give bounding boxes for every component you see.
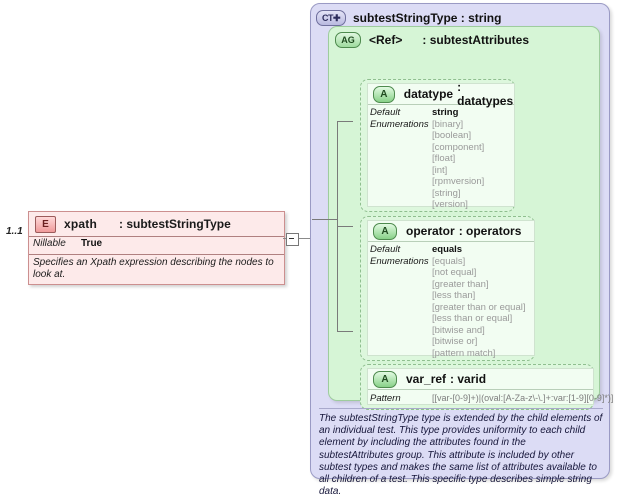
complex-type-icon-label: CT	[321, 13, 334, 23]
facet-name-default: Default	[370, 244, 401, 255]
datatype-enum-0: [binary]	[432, 118, 464, 130]
element-facet-row: Nillable True	[29, 237, 284, 255]
operator-enum-1: [not equal]	[432, 267, 477, 278]
operator-enum-6: [bitwise and]	[432, 324, 485, 336]
attribute-icon: A	[373, 85, 395, 103]
attribute-datatype-facet-values: string [binary] [boolean] [component] [f…	[432, 107, 484, 211]
datatype-enum-6: [string]	[432, 187, 461, 199]
element-name: xpath	[64, 217, 98, 231]
facet-name-enumerations: Enumerations	[370, 255, 429, 267]
attribute-group-type: : subtestAttributes	[422, 33, 530, 47]
attribute-datatype-type: : datatypes	[457, 80, 514, 108]
attribute-operator-inner: A operator : operators Default Enumerati…	[367, 220, 535, 359]
datatype-enum-2: [component]	[432, 141, 485, 153]
pattern-value: [[var-[0-9]+)|(oval:[A-Za-z\-\.]+:var:[1…	[432, 393, 614, 403]
attribute-operator-facet-values: equals [equals] [not equal] [greater tha…	[432, 244, 525, 359]
attribute-datatype-facet-names: Default Enumerations	[370, 107, 432, 211]
attribute-operator-header: A operator : operators	[368, 221, 534, 242]
attribute-datatype-header: A datatype : datatypes	[368, 80, 514, 108]
operator-enum-5: [less than or equal]	[432, 313, 513, 324]
attribute-icon: A	[373, 222, 397, 240]
attribute-group-header: AG <Ref> : subtestAttributes	[329, 27, 599, 49]
pattern-label: Pattern	[370, 393, 401, 404]
tree-stub-operator	[337, 226, 353, 227]
operator-default-value: equals	[432, 244, 463, 255]
attribute-group-subtestattributes[interactable]: AG <Ref> : subtestAttributes A datatype …	[312, 26, 613, 410]
datatype-enum-4: [int]	[432, 164, 448, 176]
attribute-datatype-inner: A datatype : datatypes Default Enumerati…	[367, 80, 515, 210]
tree-incoming-line	[312, 219, 337, 220]
attribute-var-ref-name: var_ref	[406, 372, 447, 386]
complex-type-title: subtestStringType : string	[353, 11, 502, 25]
attribute-var-ref-header: A var_ref : varid	[368, 369, 593, 390]
complex-type-header: CT✚ subtestStringType : string	[311, 4, 609, 28]
attribute-operator-facets: Default Enumerations equals [equals] [no…	[368, 242, 534, 359]
plus-icon: ✚	[332, 12, 341, 23]
datatype-default-value: string	[432, 107, 459, 118]
facet-name-default: Default	[370, 107, 401, 118]
complex-type-documentation: The subtestStringType type is extended b…	[319, 408, 603, 498]
facet-name-enumerations: Enumerations	[370, 118, 429, 130]
operator-enum-3: [less than]	[432, 290, 476, 301]
complex-type-documentation-text: The subtestStringType type is extended b…	[319, 413, 603, 498]
tree-stub-varref	[337, 331, 353, 332]
element-xpath-header: E xpath : subtestStringType	[29, 212, 284, 237]
attribute-icon: A	[373, 370, 397, 388]
cardinality-label: 1..1	[6, 226, 23, 237]
operator-enum-8: [pattern match]	[432, 347, 496, 359]
datatype-enum-3: [float]	[432, 153, 456, 164]
element-documentation: Specifies an Xpath expression describing…	[33, 257, 274, 280]
attribute-operator-type: : operators	[458, 224, 522, 238]
attribute-var-ref-inner: A var_ref : varid Pattern [[var-[0-9]+)|…	[367, 368, 613, 405]
attribute-var-ref[interactable]: A var_ref : varid Pattern [[var-[0-9]+)|…	[360, 364, 613, 410]
attribute-datatype-name: datatype	[403, 87, 454, 101]
operator-enum-2: [greater than]	[432, 278, 489, 290]
nillable-value: True	[81, 238, 103, 249]
datatype-enum-1: [boolean]	[432, 130, 472, 141]
operator-enum-0: [equals]	[432, 255, 466, 267]
element-type: : subtestStringType	[119, 217, 231, 231]
element-xpath[interactable]: E xpath : subtestStringType Nillable Tru…	[28, 211, 285, 285]
tree-stub-datatype	[337, 121, 353, 122]
nillable-label: Nillable	[33, 238, 66, 249]
attribute-var-ref-pattern-row: Pattern [[var-[0-9]+)|(oval:[A-Za-z\-\.]…	[368, 390, 613, 404]
operator-enum-4: [greater than or equal]	[432, 301, 526, 313]
operator-enum-7: [bitwise or]	[432, 336, 478, 347]
element-icon: E	[35, 215, 56, 233]
collapse-toggle-icon[interactable]	[286, 233, 299, 246]
attribute-operator[interactable]: A operator : operators Default Enumerati…	[360, 216, 535, 361]
datatype-enum-7: [version]	[432, 199, 468, 210]
attribute-group-icon: AG	[335, 32, 361, 48]
attribute-operator-facet-names: Default Enumerations	[370, 244, 432, 359]
attribute-datatype[interactable]: A datatype : datatypes Default Enumerati…	[360, 79, 515, 212]
datatype-enum-5: [rpmversion]	[432, 176, 485, 187]
attribute-datatype-facets: Default Enumerations string [binary] [bo…	[368, 105, 514, 211]
complex-type-subteststringtype[interactable]: CT✚ subtestStringType : string AG <Ref> …	[310, 3, 613, 497]
attribute-group-ref: <Ref>	[369, 33, 403, 47]
attribute-var-ref-type: : varid	[450, 372, 487, 386]
complex-type-icon: CT✚	[316, 10, 346, 26]
attribute-operator-name: operator	[406, 224, 455, 238]
